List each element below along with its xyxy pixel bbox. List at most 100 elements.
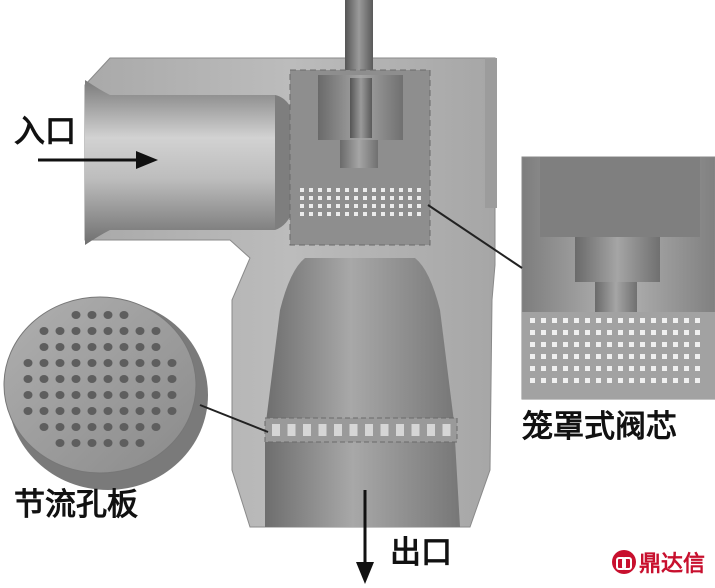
plate-hole <box>119 407 129 415</box>
cage-hole <box>336 188 340 192</box>
plate-hole <box>71 343 81 351</box>
inset-hole <box>640 330 645 335</box>
inset-hole <box>530 330 535 335</box>
cage-hole <box>300 212 304 216</box>
cage-hole <box>417 212 421 216</box>
inset-hole <box>651 378 656 383</box>
plate-hole <box>151 327 161 335</box>
brand-circle-icon <box>612 550 636 574</box>
inset-hole <box>596 354 601 359</box>
inset-hole <box>640 354 645 359</box>
inset-hole <box>640 342 645 347</box>
inset-hole <box>695 378 700 383</box>
plate-hole <box>135 327 145 335</box>
inset-hole <box>552 378 557 383</box>
plate-hole <box>151 343 161 351</box>
plate-hole <box>55 359 65 367</box>
inset-hole <box>629 342 634 347</box>
inlet-pipe <box>85 80 300 245</box>
ring-slot <box>303 424 311 436</box>
inset-hole <box>662 366 667 371</box>
inset-hole <box>684 378 689 383</box>
inset-hole <box>684 342 689 347</box>
plate-hole <box>119 327 129 335</box>
inset-hole <box>618 342 623 347</box>
plate-hole <box>119 343 129 351</box>
inset-hole <box>618 330 623 335</box>
plate-hole <box>103 407 113 415</box>
inlet-arrow-icon <box>38 151 158 169</box>
plate-hole <box>71 439 81 447</box>
inset-hole <box>596 366 601 371</box>
cage-hole <box>309 204 313 208</box>
leader-lines <box>199 204 523 433</box>
plate-hole <box>151 359 161 367</box>
ring-slot <box>380 424 389 436</box>
cage-hole <box>417 188 421 192</box>
cage-hole <box>318 188 322 192</box>
plate-hole <box>39 423 49 431</box>
plate-hole <box>167 375 177 383</box>
plate-hole <box>135 423 145 431</box>
inset-hole <box>629 330 634 335</box>
plate-hole <box>71 311 81 319</box>
cage-hole <box>309 196 313 200</box>
plate-hole <box>119 423 129 431</box>
inset-hole <box>585 366 590 371</box>
plate-hole <box>71 327 81 335</box>
cage-hole <box>390 196 394 200</box>
inset-hole <box>695 354 700 359</box>
plate-hole <box>39 327 49 335</box>
cage-hole <box>399 188 403 192</box>
inset-hole <box>552 354 557 359</box>
inset-hole <box>673 330 678 335</box>
cage-hole <box>363 188 367 192</box>
inset-hole <box>607 342 612 347</box>
plate-hole <box>151 407 161 415</box>
inset-hole <box>563 342 568 347</box>
inset-hole <box>607 378 612 383</box>
inset-hole <box>585 378 590 383</box>
plate-hole <box>71 375 81 383</box>
cage-hole <box>327 196 331 200</box>
cage-hole <box>390 212 394 216</box>
cage-hole <box>354 188 358 192</box>
cage-cavity <box>289 69 431 246</box>
cage-hole <box>363 196 367 200</box>
cage-hole <box>336 212 340 216</box>
plate-hole <box>23 375 33 383</box>
inset-hole <box>541 330 546 335</box>
inset-hole <box>629 318 634 323</box>
inset-hole <box>618 366 623 371</box>
plate-hole <box>135 343 145 351</box>
inset-hole <box>673 354 678 359</box>
cage-hole <box>327 188 331 192</box>
plate-hole <box>55 423 65 431</box>
plate-hole <box>39 359 49 367</box>
outlet-label: 出口 <box>390 535 452 571</box>
inset-hole <box>651 354 656 359</box>
inset-hole <box>563 318 568 323</box>
plate-hole <box>23 359 33 367</box>
inset-hole <box>651 342 656 347</box>
plate-hole <box>55 439 65 447</box>
plate-hole <box>135 407 145 415</box>
inset-hole <box>596 318 601 323</box>
plate-hole <box>119 391 129 399</box>
inset-hole <box>607 354 612 359</box>
cage-hole <box>399 212 403 216</box>
plate-hole <box>55 327 65 335</box>
inset-hole <box>629 378 634 383</box>
plate-hole <box>87 439 97 447</box>
inset-hole <box>662 378 667 383</box>
plate-hole <box>87 407 97 415</box>
outlet-arrow-icon <box>356 490 374 584</box>
plate-hole <box>103 343 113 351</box>
cage-hole <box>408 212 412 216</box>
plate-hole <box>135 375 145 383</box>
cage-hole <box>345 212 349 216</box>
inset-hole <box>618 318 623 323</box>
plate-hole <box>39 407 49 415</box>
inlet-label: 入口 <box>14 114 76 150</box>
